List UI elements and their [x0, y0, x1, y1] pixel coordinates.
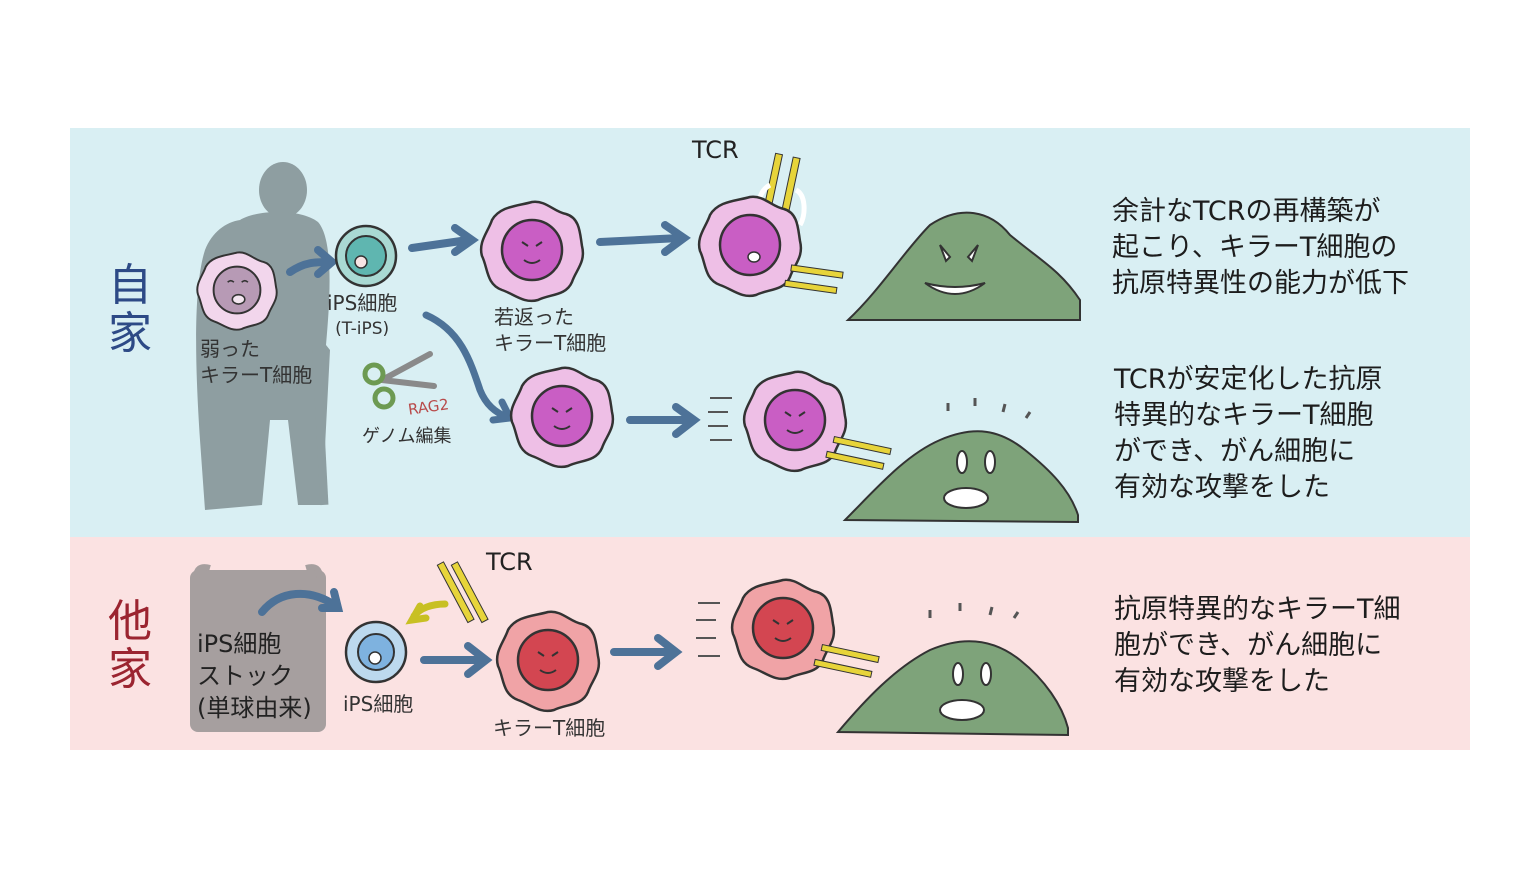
- outcome-line: TCRが安定化した抗原: [1114, 364, 1383, 395]
- tcr-label-auto: TCR: [692, 136, 739, 164]
- outcome-line: 起こり、キラーT細胞の: [1112, 232, 1398, 263]
- t-ips-caption: iPS細胞 (T-iPS): [327, 290, 397, 342]
- outcome-line: 有効な攻撃をした: [1114, 472, 1330, 503]
- rejuvenated-killer-t-cell: [479, 200, 585, 303]
- label-char: 家: [108, 308, 152, 359]
- outcome-line: 余計なTCRの再構築が: [1112, 196, 1381, 227]
- ips-cell-caption: iPS細胞: [343, 692, 414, 716]
- arrow-stock-to-ips: [258, 588, 344, 616]
- rejuvenated-caption: 若返った キラーT細胞: [494, 304, 606, 356]
- ips-cell-allo: [344, 620, 408, 684]
- autologous-label: 自 家: [105, 262, 155, 358]
- arrow-tcr-insert: [405, 600, 449, 625]
- allo-attacking-killer-t-cell: [730, 578, 880, 681]
- caption-line: iPS細胞: [197, 630, 282, 658]
- tcr-label-allo: TCR: [486, 548, 533, 576]
- arrow-to-attacking-cell: [626, 403, 701, 438]
- label-char: 家: [108, 644, 152, 695]
- label-char: 自: [108, 260, 152, 311]
- motion-lines-allo: [696, 602, 720, 657]
- outcome-line: 特異的なキラーT細胞: [1114, 400, 1374, 431]
- weak-cell-caption: 弱った キラーT細胞: [200, 336, 312, 388]
- ips-stock-tank: [190, 564, 326, 732]
- caption-line: 弱った: [200, 337, 260, 361]
- outcome-line: 胞ができ、がん細胞に: [1114, 630, 1383, 661]
- caption-line: (単球由来): [197, 694, 312, 722]
- caption-line: (T-iPS): [335, 319, 390, 339]
- cancer-cell-unharmed: [845, 211, 1081, 321]
- caption-line: ストック: [197, 662, 293, 690]
- arrow-to-rejuvenated: [408, 224, 479, 256]
- outcome-text-unstable: 余計なTCRの再構築が 起こり、キラーT細胞の 抗原特異性の能力が低下: [1112, 194, 1409, 302]
- arrow-to-allo-attacking: [610, 634, 683, 670]
- arrow-to-unstable-cell: [596, 221, 691, 256]
- attacking-killer-t-cell: [742, 370, 892, 473]
- allo-killer-t-cell: [495, 610, 601, 713]
- caption-line: キラーT細胞: [200, 363, 313, 387]
- genome-editing-caption: ゲノム編集: [362, 426, 452, 447]
- cancer-cell-scared-allo: [835, 603, 1069, 737]
- motion-lines: [708, 397, 732, 441]
- caption-line: iPS細胞: [327, 291, 398, 315]
- caption-line: キラーT細胞: [494, 331, 607, 355]
- outcome-text-allo: 抗原特異的なキラーT細 胞ができ、がん細胞に 有効な攻撃をした: [1114, 592, 1401, 700]
- label-char: 他: [108, 596, 152, 647]
- scissors-icon: [362, 351, 437, 410]
- outcome-line: 有効な攻撃をした: [1114, 666, 1330, 697]
- outcome-line: ができ、がん細胞に: [1114, 436, 1356, 467]
- outcome-text-edited: TCRが安定化した抗原 特異的なキラーT細胞 ができ、がん細胞に 有効な攻撃をし…: [1114, 362, 1383, 506]
- unstable-killer-t-cell: [697, 152, 844, 298]
- outcome-line: 抗原特異的なキラーT細: [1114, 594, 1401, 625]
- killer-t-cell-caption: キラーT細胞: [493, 716, 606, 740]
- allogeneic-label: 他 家: [105, 598, 155, 694]
- ips-stock-caption: iPS細胞 ストック (単球由来): [197, 628, 312, 724]
- arrow-to-ips: [286, 246, 339, 278]
- caption-line: 若返った: [494, 305, 574, 329]
- weak-killer-t-cell: [196, 251, 278, 331]
- arrow-ips-to-killer: [420, 642, 493, 678]
- cancer-cell-scared-auto: [842, 398, 1079, 524]
- edited-killer-t-cell: [509, 366, 615, 469]
- outcome-line: 抗原特異性の能力が低下: [1112, 268, 1409, 299]
- tcr-rods-allo: [436, 561, 489, 624]
- t-ips-cell: [334, 224, 398, 288]
